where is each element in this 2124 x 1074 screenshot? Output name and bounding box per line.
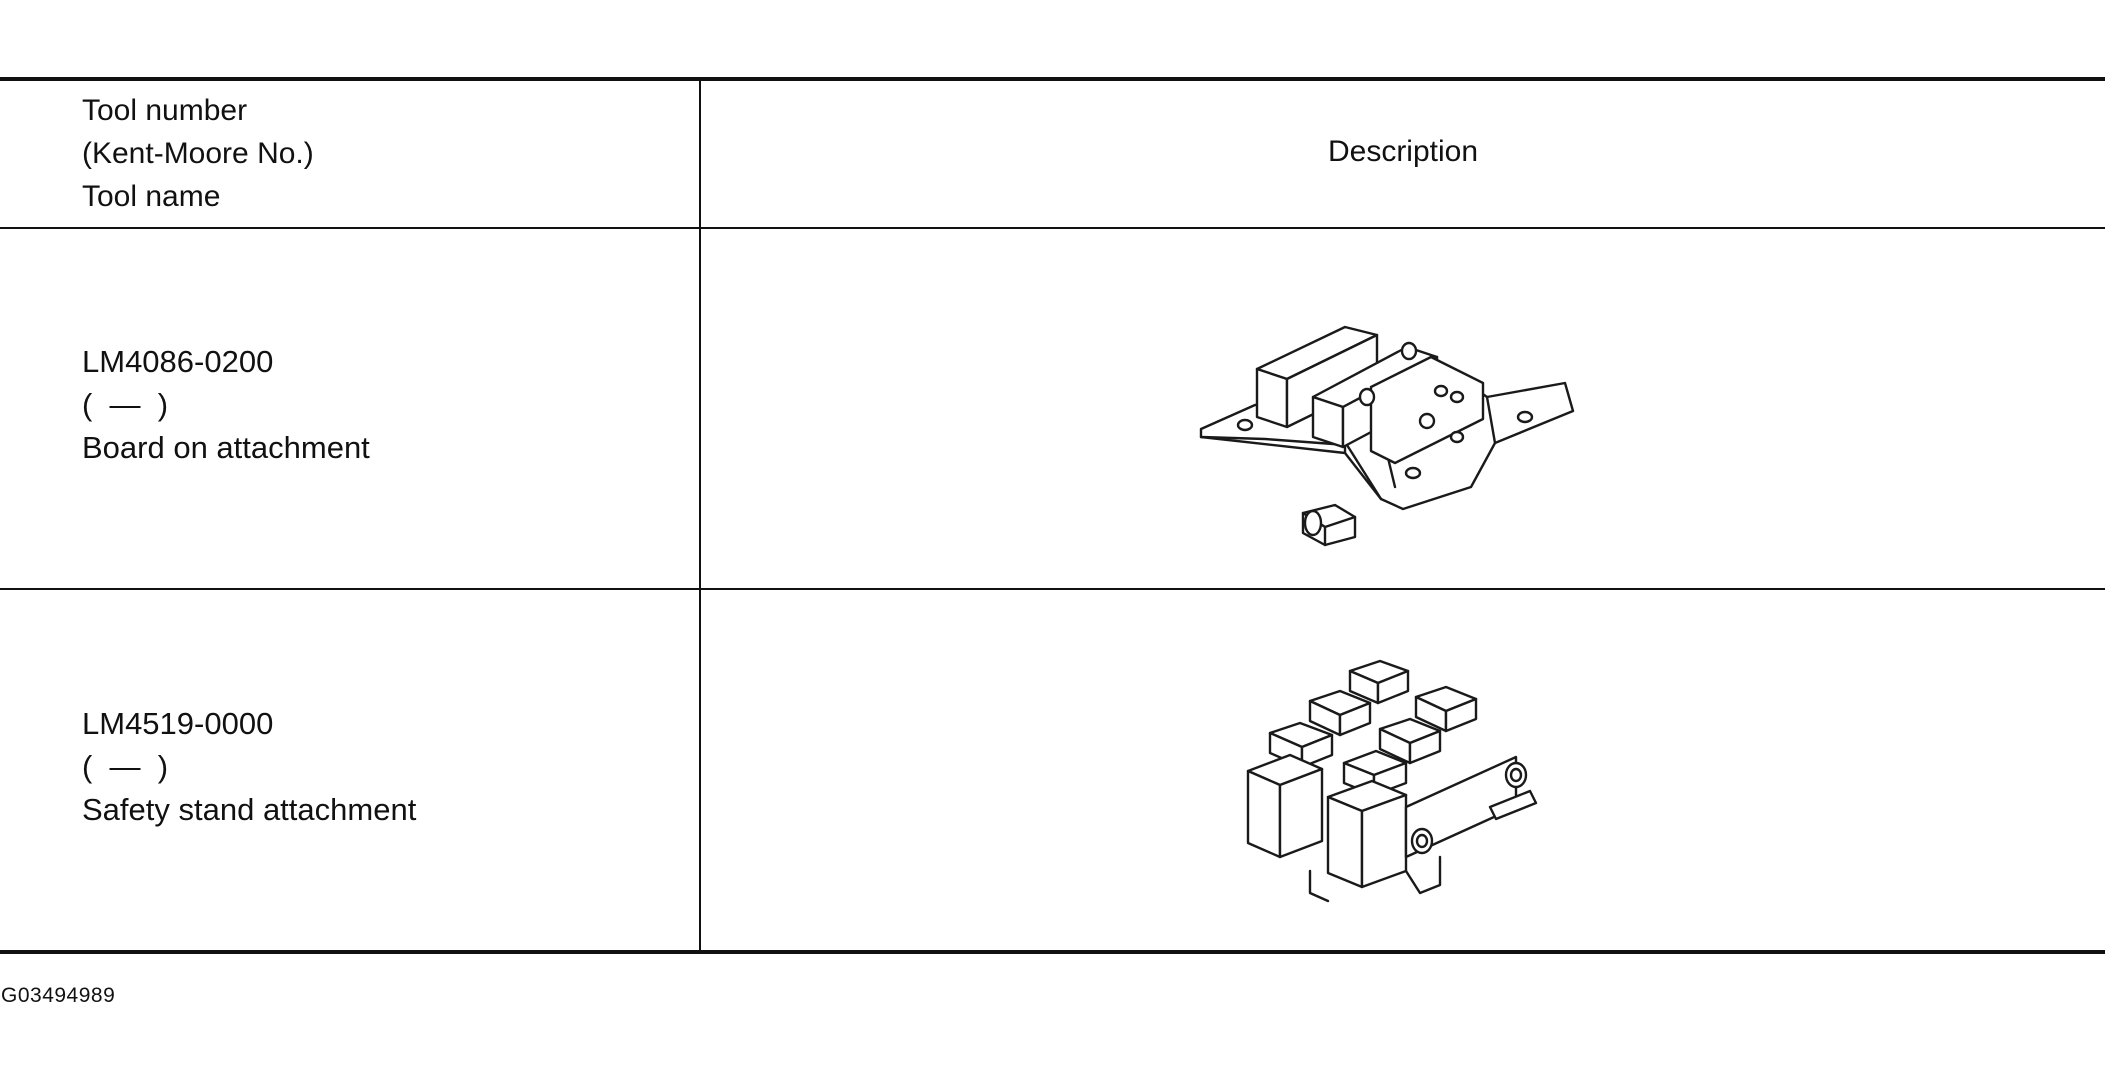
header-tool-number: Tool number bbox=[82, 94, 248, 127]
kent-moore-number: ( — ) bbox=[82, 749, 169, 784]
tool-name: Safety stand attachment bbox=[82, 792, 417, 827]
description-column-header: Description bbox=[1327, 135, 1479, 168]
table-bottom-rule bbox=[0, 950, 2105, 954]
table-top-rule bbox=[0, 77, 2105, 81]
header-tool-name: Tool name bbox=[82, 180, 221, 213]
tool-number: LM4519-0000 bbox=[82, 706, 274, 741]
header-kent-moore-no: (Kent-Moore No.) bbox=[82, 137, 314, 170]
table-row: LM4519-0000 ( — ) Safety stand attachmen… bbox=[82, 702, 416, 831]
safety-stand-attachment-illustration bbox=[1240, 657, 1560, 917]
kent-moore-number: ( — ) bbox=[82, 387, 169, 422]
board-on-attachment-illustration bbox=[1195, 287, 1595, 547]
header-separator bbox=[0, 227, 2105, 229]
table-row: LM4086-0200 ( — ) Board on attachment bbox=[82, 340, 370, 469]
figure-code: G03494989 bbox=[1, 984, 116, 1007]
tool-column-header: Tool number (Kent-Moore No.) Tool name bbox=[82, 89, 314, 218]
row-separator bbox=[0, 588, 2105, 590]
tool-number: LM4086-0200 bbox=[82, 344, 274, 379]
column-divider bbox=[699, 79, 701, 951]
tool-name: Board on attachment bbox=[82, 430, 370, 465]
special-tools-table: Tool number (Kent-Moore No.) Tool name D… bbox=[0, 77, 2105, 954]
